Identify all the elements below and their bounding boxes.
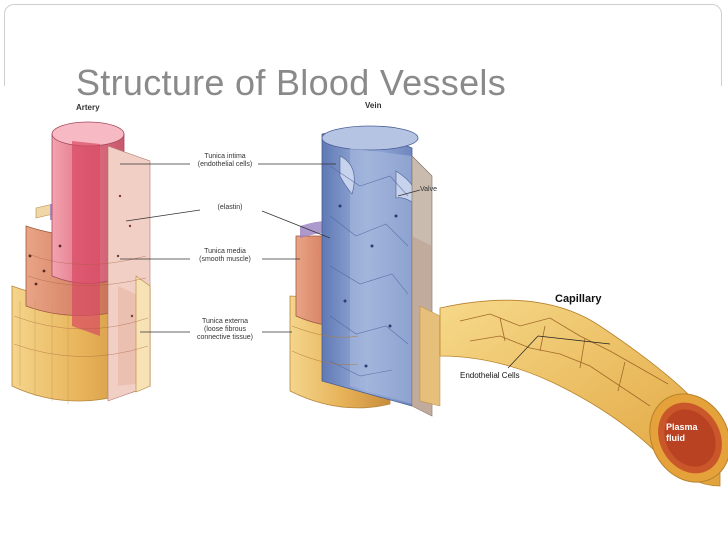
tunica-externa-label: Tunica externa (loose fibrous connective… (188, 318, 262, 342)
capillary-diagram (439, 299, 728, 487)
artery-diagram (11, 121, 151, 404)
tunica-intima-label: Tunica intima (endothelial cells) (190, 153, 260, 169)
vein-diagram (289, 125, 441, 417)
tunica-media-text: Tunica media (204, 248, 246, 255)
tunica-intima-sub: (endothelial cells) (197, 161, 253, 168)
vessel-drawing (11, 121, 728, 487)
label-leader-lines (120, 163, 421, 333)
plasma-line2: fluid (666, 433, 685, 443)
artery-label: Artery (76, 103, 100, 112)
capillary-title: Capillary (555, 293, 602, 305)
tunica-intima-text: Tunica intima (204, 153, 246, 160)
tunica-externa-text: Tunica externa (201, 318, 249, 325)
slide-title: Structure of Blood Vessels (76, 62, 507, 103)
tunica-media-sub: (smooth muscle) (199, 256, 251, 263)
elastin-label: (elastin) (217, 204, 243, 211)
plasma-fluid-label: Plasma fluid (666, 422, 698, 444)
valve-label: Valve (420, 186, 437, 193)
blood-vessel-illustration: Artery Vein Tunica intima (endothelial c… (0, 86, 728, 546)
plasma-line1: Plasma (666, 422, 698, 432)
tunica-externa-sub2: connective tissue) (196, 334, 254, 341)
endothelial-cells-label: Endothelial Cells (460, 371, 520, 380)
vein-label: Vein (365, 101, 382, 110)
tunica-media-label: Tunica media (smooth muscle) (190, 248, 260, 264)
tunica-externa-sub1: (loose fibrous (203, 326, 247, 333)
